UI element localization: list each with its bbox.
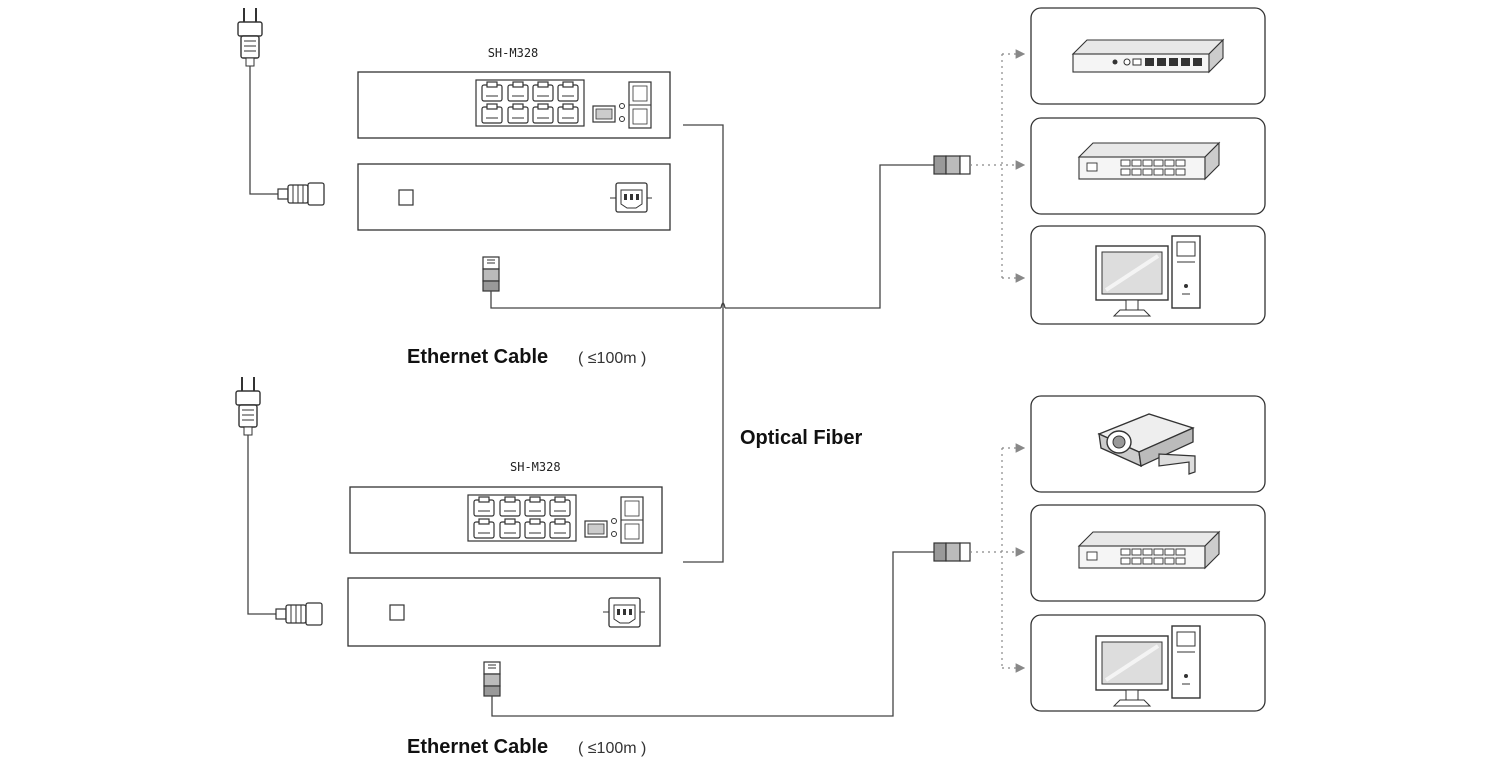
top-ethernet-cable — [490, 291, 721, 309]
top-port-grid — [475, 79, 585, 127]
bottom-cable-label: Ethernet Cable — [407, 736, 548, 758]
device-box-pc-bottom — [1030, 614, 1266, 712]
device-box-router — [1030, 7, 1266, 105]
top-sfp-slots — [619, 81, 652, 129]
bottom-cable-spec: ( ≤100m ) — [578, 740, 646, 757]
top-wall-plug — [237, 7, 263, 67]
device-box-switch-bottom — [1030, 504, 1266, 602]
top-console-port — [592, 105, 616, 123]
bottom-port-grid — [467, 494, 577, 542]
bottom-power-switch — [389, 604, 405, 621]
bottom-wall-plug — [235, 376, 261, 436]
bottom-iec-plug — [275, 602, 323, 626]
device-box-pc-top — [1030, 225, 1266, 325]
top-power-cord — [249, 66, 278, 195]
top-ethernet-cable-2 — [725, 164, 934, 309]
top-power-switch — [398, 189, 414, 206]
top-cable-spec: ( ≤100m ) — [578, 350, 646, 367]
bottom-ethernet-cable — [491, 551, 934, 717]
network-switch-icon — [1078, 531, 1220, 569]
top-iec-plug — [277, 182, 325, 206]
top-rj45-connector — [482, 256, 500, 292]
bottom-fanout-dotted — [970, 443, 1026, 673]
device-box-switch-top — [1030, 117, 1266, 215]
device-box-camera — [1030, 395, 1266, 493]
optical-fiber-line — [683, 124, 724, 563]
top-cable-label: Ethernet Cable — [407, 346, 548, 368]
top-model-label: SH-M328 — [488, 46, 539, 60]
top-power-inlet — [610, 182, 652, 213]
bottom-rj45-connector-right — [933, 542, 971, 562]
bottom-power-inlet — [603, 597, 645, 628]
bottom-model-label: SH-M328 — [510, 460, 561, 474]
router-icon — [1072, 39, 1224, 73]
top-fanout-dotted — [970, 49, 1026, 283]
bottom-sfp-slots — [611, 496, 644, 544]
top-rj45-connector-right — [933, 155, 971, 175]
bottom-console-port — [584, 520, 608, 538]
optical-fiber-label: Optical Fiber — [740, 427, 862, 449]
bottom-rj45-connector — [483, 661, 501, 697]
network-switch-icon — [1078, 142, 1220, 180]
bottom-power-cord — [247, 435, 276, 615]
